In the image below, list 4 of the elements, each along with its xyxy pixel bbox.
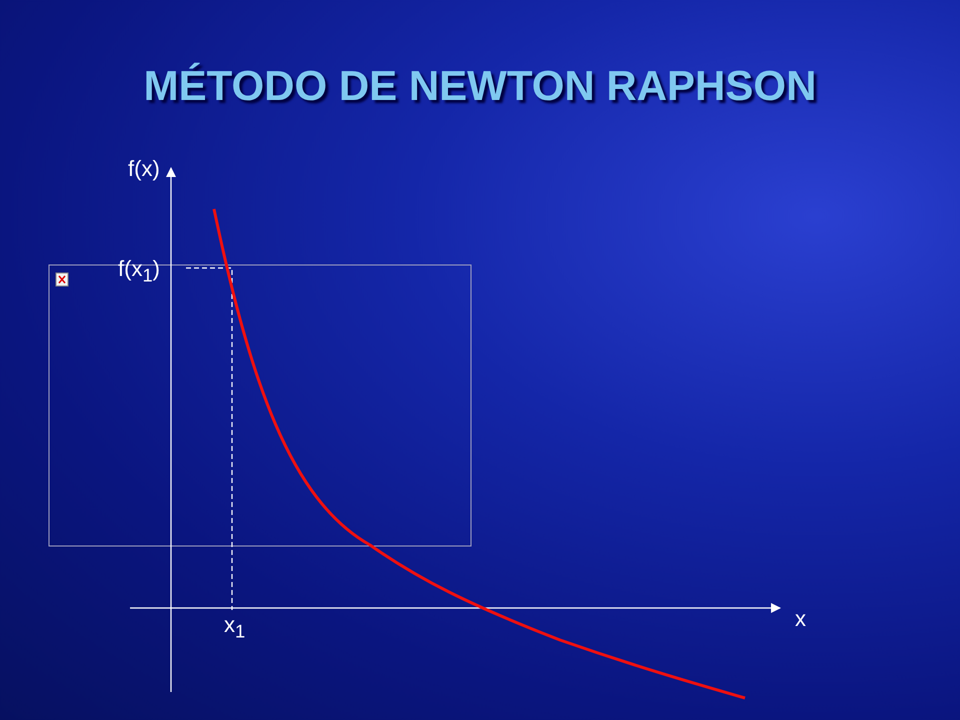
axis-label: x (795, 606, 806, 632)
title: MÉTODO DE NEWTON RAPHSON (142, 62, 818, 110)
point-label: x$_{1}$ (224, 612, 246, 642)
axis-label: f(x) (128, 156, 160, 182)
